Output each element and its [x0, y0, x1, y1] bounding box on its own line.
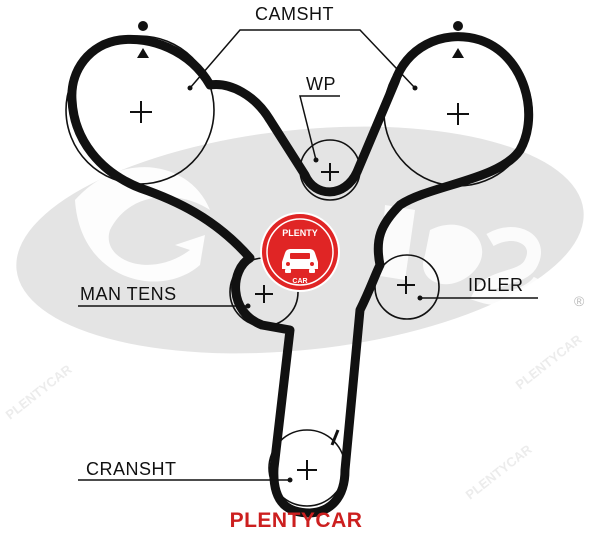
logo-ring — [266, 218, 334, 286]
wp-leader-dot — [313, 157, 319, 163]
water-pump-label: WP — [306, 74, 336, 94]
center-marks — [130, 101, 469, 480]
crankshaft-leader-dot — [287, 477, 293, 483]
camshaft-leader-dot-right — [412, 85, 418, 91]
left-timing-dot — [138, 21, 148, 31]
right-timing-triangle — [452, 48, 464, 58]
camshaft-leader — [189, 29, 416, 89]
logo-text-top: PLENTY — [282, 228, 318, 238]
wp-leader — [299, 95, 340, 161]
leader-lines — [78, 29, 538, 481]
timing-marks — [137, 21, 464, 446]
watermark-text-left: PLENTYCAR — [3, 361, 75, 422]
footer-brand-text: PLENTYCAR — [230, 509, 363, 532]
idler-label: IDLER — [468, 275, 524, 295]
idler-leader-dot — [417, 295, 423, 301]
leader-dots — [187, 85, 423, 483]
watermark-letter-g — [75, 167, 210, 282]
man-tens-leader-dot — [245, 303, 251, 309]
right-timing-dot — [453, 21, 463, 31]
crank-timing-mark — [330, 429, 340, 446]
watermark-text-right-2: PLENTYCAR — [513, 331, 585, 392]
manual-tensioner-label: MAN TENS — [80, 284, 177, 304]
logo-text-bottom: CAR — [292, 278, 307, 285]
watermark-text-right: PLENTYCAR — [463, 441, 535, 502]
registered-mark: ® — [574, 293, 585, 309]
watermark-letter-e — [423, 224, 483, 285]
camshaft-label: CAMSHT — [255, 4, 334, 24]
plentycar-logo: PLENTY CAR — [260, 212, 340, 292]
watermark-letter-s — [470, 227, 547, 306]
camshaft-leader-dot-left — [187, 85, 193, 91]
left-timing-triangle — [137, 48, 149, 58]
crankshaft-label: CRANSHT — [86, 459, 177, 479]
timing-belt — [67, 32, 534, 518]
